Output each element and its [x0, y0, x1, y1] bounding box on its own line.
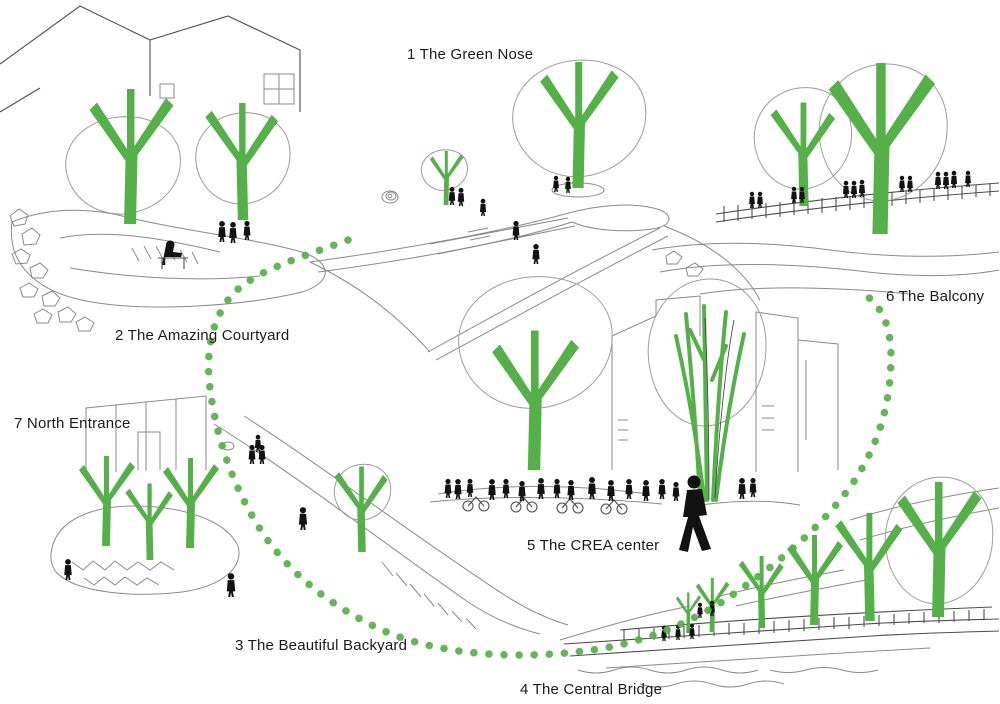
tree [540, 62, 619, 189]
person [254, 434, 262, 452]
tree [89, 89, 174, 224]
water-waves [577, 666, 879, 688]
person [907, 175, 913, 192]
tree [79, 456, 135, 546]
person [689, 623, 695, 639]
central-bridge-scene [559, 476, 1000, 688]
tree [163, 458, 219, 548]
tree [125, 483, 173, 560]
person [567, 479, 575, 500]
person [466, 478, 474, 497]
green-nose-scene [309, 59, 761, 361]
label-balcony: 6 The Balcony [886, 288, 985, 305]
tall-tree-sketch-lines [704, 317, 735, 501]
person [532, 243, 540, 264]
person [899, 175, 905, 192]
person [226, 573, 236, 597]
person [479, 198, 487, 216]
tree [492, 330, 579, 470]
person [672, 481, 680, 501]
rock-scribbles [9, 208, 95, 332]
courtyard-scene [0, 5, 326, 332]
person [842, 180, 850, 198]
large-walking-person [679, 475, 711, 552]
person [588, 477, 596, 499]
person [697, 602, 703, 618]
person [749, 477, 757, 497]
bench [158, 257, 188, 269]
tree [897, 482, 982, 617]
person [243, 220, 251, 240]
person [965, 170, 971, 187]
person [229, 221, 237, 243]
person [64, 558, 72, 580]
nose-tip-outline [564, 204, 761, 301]
person [454, 478, 462, 499]
person [537, 477, 545, 499]
person [607, 479, 615, 501]
entrance-building [85, 395, 207, 474]
person [502, 478, 510, 498]
house-window [159, 73, 295, 105]
tall-multistem-tree [674, 304, 746, 502]
person [218, 220, 226, 242]
person [448, 186, 456, 205]
label-north-entrance: 7 North Entrance [14, 415, 131, 432]
dotted-route-path [204, 236, 895, 659]
walkway-lines [309, 213, 669, 361]
backyard-planter-outline [50, 505, 240, 595]
person [565, 176, 571, 193]
north-entrance-scene [50, 395, 569, 635]
person [248, 444, 256, 464]
tree [205, 103, 279, 220]
diagonal-path-lines [213, 415, 569, 635]
planter-scribbles [71, 560, 175, 586]
person [942, 171, 950, 189]
person [625, 478, 633, 499]
label-crea-center: 5 The CREA center [527, 537, 660, 554]
embankment-lines [559, 487, 1000, 641]
path-hatching [381, 561, 477, 630]
label-central-bridge: 4 The Central Bridge [520, 681, 663, 698]
tree [738, 556, 784, 628]
tree-canopy-outline [65, 116, 181, 215]
person [738, 477, 746, 499]
crea-center-scene [429, 275, 839, 552]
label-green-nose: 1 The Green Nose [407, 46, 534, 63]
person [488, 478, 496, 500]
person [298, 507, 308, 530]
person [553, 478, 561, 498]
person [950, 170, 958, 188]
bicycle-scribbles [462, 496, 628, 515]
person [457, 187, 465, 206]
bridge-lower-edge [605, 647, 931, 669]
sitting-person [162, 240, 182, 265]
tree-planter [551, 182, 605, 198]
person [642, 479, 650, 501]
person [757, 191, 763, 208]
person [553, 175, 559, 192]
label-beautiful-backyard: 3 The Beautiful Backyard [235, 637, 408, 654]
spiral-scribble [381, 190, 399, 204]
house-outline [0, 5, 301, 113]
label-amazing-courtyard: 2 The Amazing Courtyard [115, 327, 290, 344]
person [444, 478, 452, 498]
person [658, 478, 666, 499]
tree [828, 62, 936, 234]
person [934, 171, 942, 189]
railing-posts [723, 184, 991, 222]
balcony-scene [651, 62, 1000, 295]
shore-terrain-lines [651, 242, 1000, 295]
tree [835, 513, 903, 621]
courtyard-mound-outline [10, 209, 326, 308]
